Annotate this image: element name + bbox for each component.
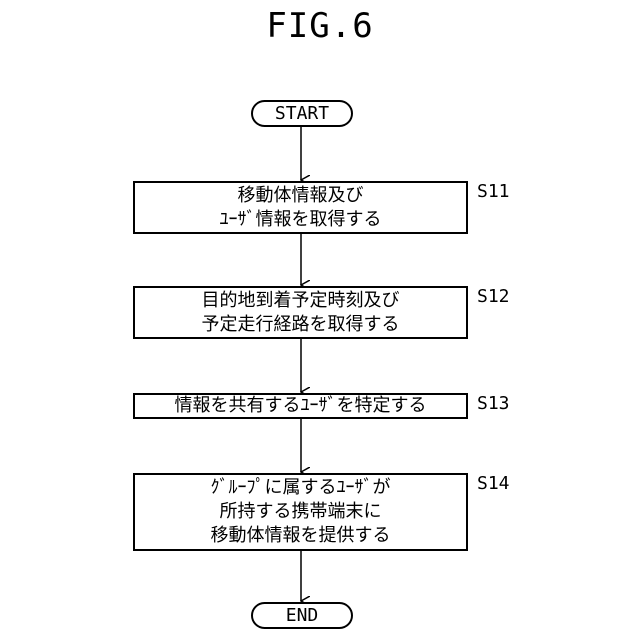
start-terminal: START [251,100,353,127]
step-s11-id: S11 [477,181,510,202]
step-s13-id: S13 [477,393,510,414]
step-s14-line-1: ｸﾞﾙｰﾌﾟに属するﾕｰｻﾞが [211,476,391,500]
step-s11-box: 移動体情報及び ﾕｰｻﾞ情報を取得する [133,181,468,234]
end-label: END [286,605,319,626]
step-s13-line-1: 情報を共有するﾕｰｻﾞを特定する [175,394,427,418]
end-terminal: END [251,602,353,629]
step-s12-id: S12 [477,286,510,307]
step-s11-line-2: ﾕｰｻﾞ情報を取得する [220,208,382,232]
step-s14-line-3: 移動体情報を提供する [211,524,391,548]
step-s14-box: ｸﾞﾙｰﾌﾟに属するﾕｰｻﾞが 所持する携帯端末に 移動体情報を提供する [133,473,468,551]
step-s12-line-2: 予定走行経路を取得する [202,313,400,337]
step-s14-line-2: 所持する携帯端末に [220,500,382,524]
step-s12-line-1: 目的地到着予定時刻及び [202,289,400,313]
step-s12-box: 目的地到着予定時刻及び 予定走行経路を取得する [133,286,468,339]
step-s13-box: 情報を共有するﾕｰｻﾞを特定する [133,393,468,419]
start-label: START [275,103,329,124]
step-s14-id: S14 [477,473,510,494]
step-s11-line-1: 移動体情報及び [238,184,364,208]
